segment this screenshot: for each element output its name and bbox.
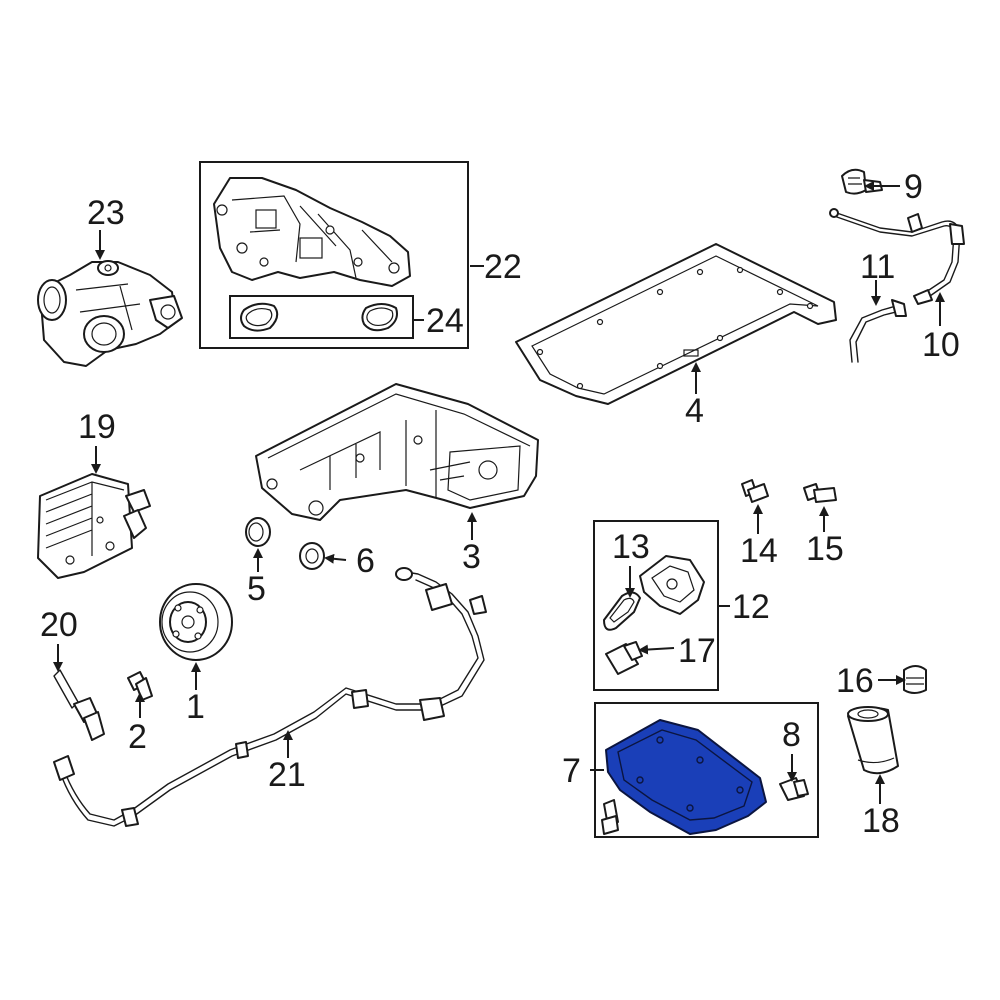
- callout-14: 14: [740, 532, 778, 570]
- callout-5: 5: [247, 570, 266, 608]
- leader-lines: [53, 181, 945, 804]
- bolt-part-14[interactable]: [741, 479, 769, 503]
- drain-plug-part[interactable]: [903, 665, 927, 694]
- lower-oil-pan-part[interactable]: [601, 719, 767, 835]
- oil-pan-bolt-part[interactable]: [779, 777, 809, 801]
- oil-cooler-part[interactable]: [37, 473, 151, 579]
- group-box-22: [199, 161, 469, 349]
- callout-10: 10: [922, 326, 960, 364]
- callout-6: 6: [356, 542, 375, 580]
- callout-8: 8: [782, 716, 801, 754]
- callout-21: 21: [268, 756, 306, 794]
- callout-22: 22: [484, 248, 522, 286]
- plug-part[interactable]: [245, 517, 271, 547]
- oil-filter-part[interactable]: [847, 706, 899, 775]
- intake-manifold-part[interactable]: [213, 177, 411, 287]
- callout-13: 13: [612, 528, 650, 566]
- callout-16: 16: [836, 662, 874, 700]
- oil-pan-gasket-part[interactable]: [515, 243, 837, 405]
- callout-11: 11: [860, 248, 895, 286]
- callout-24: 24: [426, 302, 464, 340]
- callout-7: 7: [562, 752, 581, 790]
- intake-gasket-part[interactable]: [240, 302, 398, 332]
- callout-19: 19: [78, 408, 116, 446]
- callout-2: 2: [128, 718, 147, 756]
- wiring-harness-part[interactable]: [53, 567, 487, 827]
- oil-pickup-part[interactable]: [639, 555, 705, 615]
- callout-9: 9: [904, 168, 923, 206]
- temperature-sensor-part[interactable]: [53, 669, 105, 741]
- grommet-part[interactable]: [299, 542, 325, 570]
- callout-17: 17: [678, 632, 716, 670]
- callout-23: 23: [87, 194, 125, 232]
- group-box-24: [229, 295, 414, 339]
- thermostat-housing-part[interactable]: [37, 260, 183, 367]
- dipstick-bracket-part[interactable]: [849, 299, 907, 363]
- oil-filler-cap-part[interactable]: [841, 168, 883, 195]
- dipstick-tube-part[interactable]: [829, 208, 965, 305]
- stud-part-15[interactable]: [803, 483, 837, 503]
- upper-oil-pan-part[interactable]: [255, 383, 539, 521]
- callout-12: 12: [732, 588, 770, 626]
- callout-4: 4: [685, 392, 704, 430]
- callout-1: 1: [186, 688, 205, 726]
- callout-15: 15: [806, 530, 844, 568]
- crankshaft-pulley-part[interactable]: [159, 583, 233, 661]
- callout-3: 3: [462, 538, 481, 576]
- callout-18: 18: [862, 802, 900, 840]
- oil-pump-gasket-part[interactable]: [603, 591, 641, 631]
- callout-20: 20: [40, 606, 78, 644]
- callout-labels: 23 22 24 9 11 10 4 19 3 5 6 13 12 17 14 …: [40, 168, 960, 840]
- oil-pressure-sensor-part[interactable]: [605, 641, 643, 675]
